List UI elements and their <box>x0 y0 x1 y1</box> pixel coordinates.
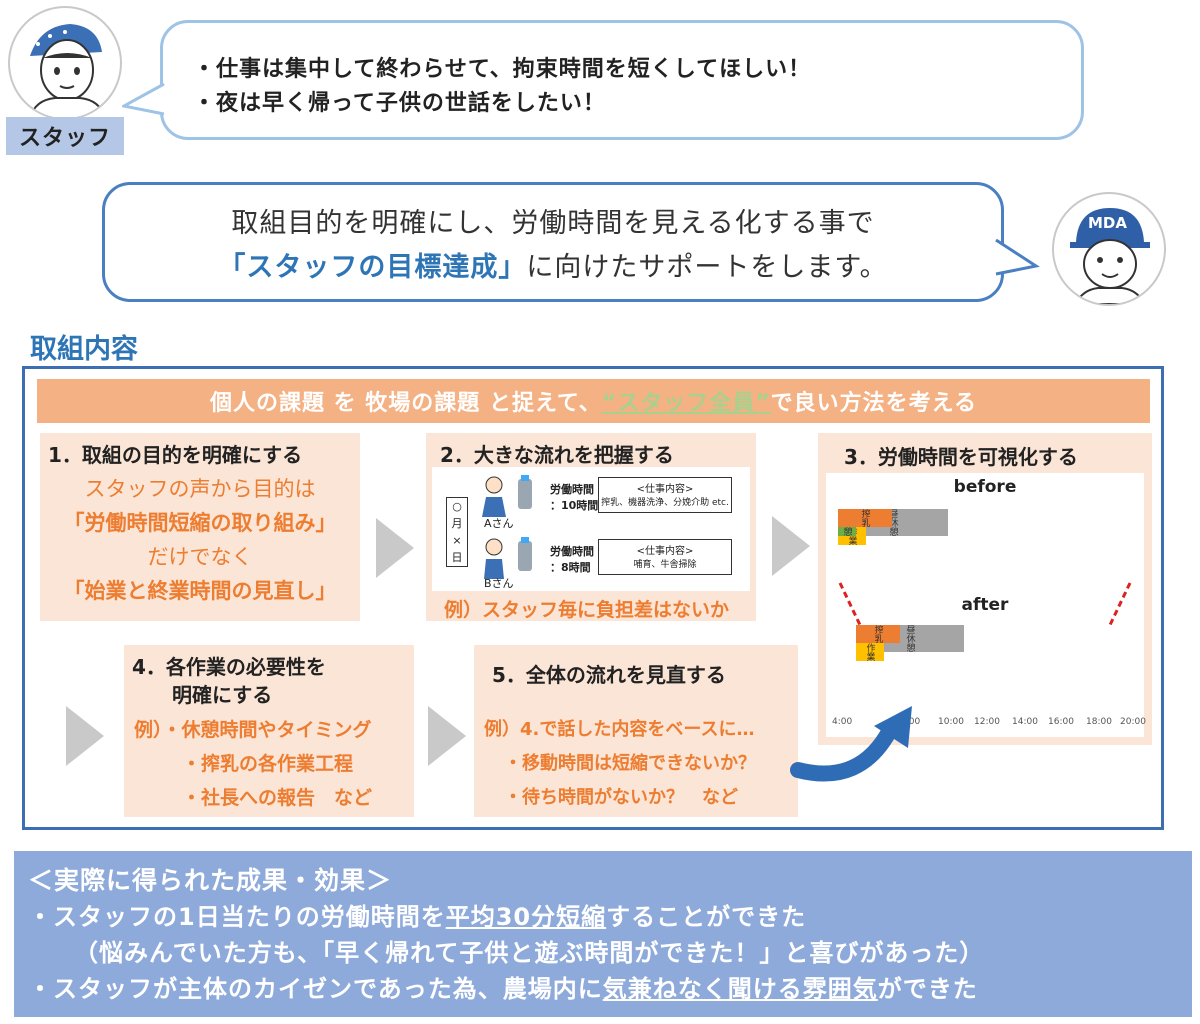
step4-title-1: 4．各作業の必要性を <box>132 655 326 679</box>
mda-goal-highlight: 「スタッフの目標達成」 <box>218 252 527 283</box>
step5-box: 5．全体の流れを見直する 例）4.で話した内容をベースに… ・移動時間は短縮でき… <box>474 645 798 817</box>
step4-box: 4．各作業の必要性を 明確にする 例）・休憩時間やタイミング ・搾乳の各作業工程… <box>124 645 414 817</box>
arrow-1-to-2 <box>376 518 414 578</box>
person-b-icon <box>484 537 532 579</box>
b-work-box: <仕事内容> 哺育、牛舎掃除 <box>598 539 732 575</box>
step5-title: 5．全体の流れを見直する <box>492 663 726 687</box>
curved-arrow-5-to-3 <box>790 706 912 782</box>
before-bar: 搾乳 牧場作業 昼休憩 牧場作業 夕休憩 搾乳 <box>838 509 1132 581</box>
before-label: before <box>953 477 1017 497</box>
banner-part-1: 個人の課題 を 牧場の課題 と捉えて、 <box>209 391 602 416</box>
mda-avatar: MDA <box>1052 192 1166 306</box>
before-seg-milk-2: 搾乳 <box>838 509 892 527</box>
step4-title-2: 明確にする <box>172 683 273 707</box>
step3-box: 3．労働時間を可視化する before 搾乳 牧場作業 昼休憩 牧場作業 夕休憩… <box>818 433 1152 745</box>
step5-line-1: 例）4.で話した内容をベースに… <box>484 719 755 740</box>
date-char-3: × <box>452 534 462 547</box>
b-work-detail: 哺育、牛舎掃除 <box>633 560 697 570</box>
results-panel: ＜実際に得られた成果・効果＞ ・スタッフの1日当たりの労働時間を平均30分短縮す… <box>14 851 1192 1017</box>
person-b-name: Bさん <box>484 577 514 590</box>
step5-line-3: ・待ち時間がないか？ など <box>504 787 738 808</box>
results-heading: ＜実際に得られた成果・効果＞ <box>28 866 393 895</box>
result-3-b: ができた <box>877 975 978 1003</box>
result-line-1: ・スタッフの1日当たりの労働時間を平均30分短縮することができた <box>28 897 806 932</box>
arrow-2-to-3 <box>772 516 810 576</box>
person-a-icon <box>482 475 532 517</box>
step5-line-2: ・移動時間は短縮できないか？ <box>504 753 756 774</box>
staff-line-2: ・夜は早く帰って子供の世話をしたい！ <box>193 91 606 116</box>
date-char-1: ○ <box>452 500 462 513</box>
staff-line-1: ・仕事は集中して終わらせて、拘束時間を短くしてほしい！ <box>193 57 812 82</box>
a-time-label: 労働時間 <box>550 483 594 496</box>
section-title: 取組内容 <box>30 334 138 365</box>
step2-example: 例）スタッフ毎に負担差はないか <box>444 599 730 621</box>
b-time-value: ：8時間 <box>550 561 591 574</box>
tick-2: 10:00 <box>938 717 964 727</box>
a-work-detail: 搾乳、機器洗浄、分娩介助 etc. <box>601 498 729 508</box>
compare-dashes <box>838 582 1132 626</box>
mda-speech-bubble: 取組目的を明確にし、労働時間を見える化する事で 「スタッフの目標達成」に向けたサ… <box>102 182 1004 302</box>
step3-chart: before 搾乳 牧場作業 昼休憩 牧場作業 夕休憩 搾乳 after 搾乳 … <box>826 473 1146 737</box>
person-a-name: Aさん <box>484 517 514 530</box>
result-1-a: ・スタッフの1日当たりの労働時間を <box>28 903 446 931</box>
result-line-2: （悩みんでいた方も、「早く帰れて子供と遊ぶ時間ができた！」と喜びがあった） <box>74 939 985 967</box>
result-1-underline: 平均30分短縮 <box>445 903 607 931</box>
b-time-label: 労働時間 <box>550 545 594 558</box>
result-3-underline-1: 気兼ねなく聞ける <box>602 975 803 1003</box>
step1-box: 1．取組の目的を明確にする スタッフの声から目的は 「労働時間短縮の取り組み」 … <box>40 433 360 621</box>
banner-all-staff: “スタッフ全員” <box>601 391 771 416</box>
tick-3: 12:00 <box>974 717 1000 727</box>
tick-5: 16:00 <box>1048 717 1074 727</box>
staff-tag: スタッフ <box>6 117 124 155</box>
tick-7: 20:00 <box>1120 717 1146 727</box>
banner: 個人の課題 を 牧場の課題 と捉えて、“スタッフ全員”で良い方法を考える <box>37 379 1150 423</box>
step2-illustration: ○ 月 × 日 Aさん 労働時間 ：10時間 <仕事内容> 搾乳、機器洗浄、分娩… <box>432 467 750 591</box>
result-1-b: することができた <box>606 903 807 931</box>
b-work-title: <仕事内容> <box>636 546 694 557</box>
arrow-4-to-5 <box>428 706 466 766</box>
after-label: after <box>961 595 1009 615</box>
tick-6: 18:00 <box>1086 717 1112 727</box>
staff-avatar <box>8 6 122 120</box>
banner-part-3: で良い方法を考える <box>770 391 978 416</box>
step1-line-1: スタッフの声から目的は <box>84 477 316 501</box>
tick-4: 14:00 <box>1012 717 1038 727</box>
staff-speech-bubble: ・仕事は集中して終わらせて、拘束時間を短くしてほしい！ ・夜は早く帰って子供の世… <box>160 20 1084 140</box>
result-line-3: ・スタッフが主体のカイゼンであった為、農場内に気兼ねなく聞ける雰囲気ができた <box>28 969 978 1004</box>
mda-bubble-tail <box>995 238 1040 276</box>
step1-line-3: だけでなく <box>147 545 253 569</box>
step3-title: 3．労働時間を可視化する <box>844 445 1078 469</box>
step2-title: 2．大きな流れを把握する <box>440 443 674 467</box>
date-box: ○ 月 × 日 <box>446 497 468 567</box>
arrow-into-4 <box>66 706 104 766</box>
step2-box: 2．大きな流れを把握する ○ 月 × 日 Aさん 労働時間 ：10時間 <仕事内… <box>426 433 756 621</box>
mda-line-1: 取組目的を明確にし、労働時間を見える化する事で <box>231 208 875 239</box>
a-time-value: ：10時間 <box>550 499 599 512</box>
date-char-4: 日 <box>451 551 463 564</box>
mda-line-2: 「スタッフの目標達成」に向けたサポートをします。 <box>105 245 1001 284</box>
result-3-a: ・スタッフが主体のカイゼンであった為、農場内に <box>28 975 603 1003</box>
step4-line-1: 例）・休憩時間やタイミング <box>134 719 372 741</box>
mda-face-icon <box>1070 208 1150 304</box>
step1-title: 1．取組の目的を明確にする <box>48 443 303 467</box>
step4-line-2: ・搾乳の各作業工程 <box>182 753 354 775</box>
content-frame <box>22 366 1164 830</box>
step4-line-3: ・社長への報告 など <box>182 787 373 809</box>
a-work-title: <仕事内容> <box>636 484 694 495</box>
after-seg-milk-2: 搾乳 <box>856 625 900 643</box>
mda-line-2-rest: に向けたサポートをします。 <box>526 252 888 283</box>
result-3-underline-2: 雰囲気 <box>802 975 878 1003</box>
step1-line-2: 「労働時間短縮の取り組み」 <box>63 511 337 535</box>
date-char-2: 月 <box>451 517 463 530</box>
staff-bubble-tail <box>122 82 165 116</box>
mda-cap-label: MDA <box>1088 214 1127 232</box>
tick-0: 4:00 <box>832 717 853 727</box>
a-work-box: <仕事内容> 搾乳、機器洗浄、分娩介助 etc. <box>598 477 732 513</box>
step1-line-4: 「始業と終業時間の見直し」 <box>63 579 337 603</box>
staff-face-icon <box>28 24 107 118</box>
after-bar: 搾乳 牧場作業 昼休憩 牧場作業 搾乳 <box>856 625 1110 699</box>
